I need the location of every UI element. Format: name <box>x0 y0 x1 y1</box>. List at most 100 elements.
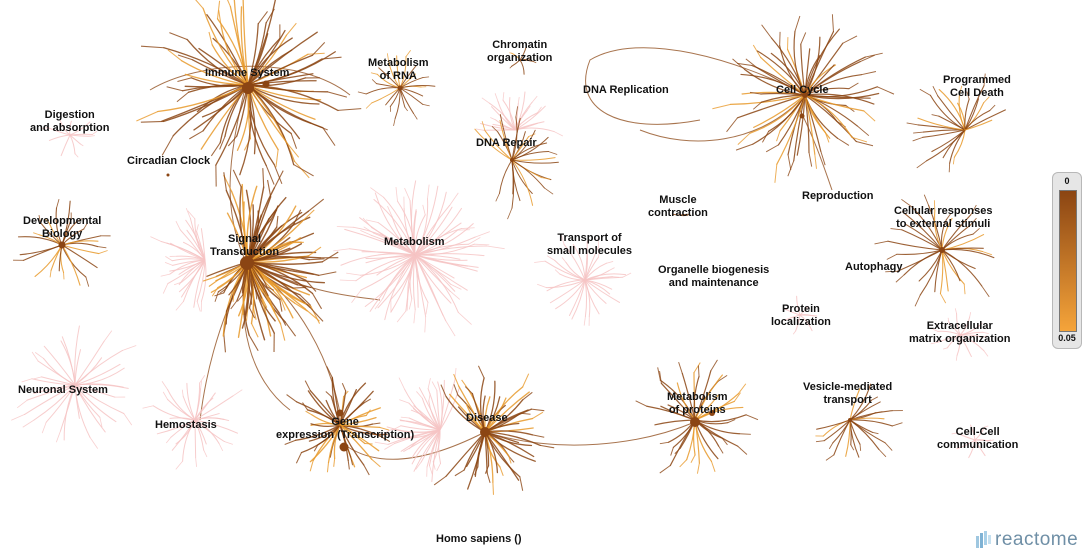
cell-comm-burst-faded-branch <box>968 439 976 459</box>
cell-cycle-link-b <box>639 94 806 142</box>
pathway-label-neuronal-system[interactable]: Neuronal System <box>18 384 108 396</box>
pathway-label-muscle-contraction[interactable]: Muscle contraction <box>648 194 708 219</box>
pathway-label-hemostasis[interactable]: Hemostasis <box>155 419 217 431</box>
neuronal-burst-faded-branch <box>59 384 76 432</box>
vesicle-burst-branch <box>816 419 851 430</box>
signal-burst-twig <box>307 198 325 212</box>
metabolism-proteins-burst-twig <box>717 374 728 382</box>
programmed-death-burst-twig <box>983 96 990 103</box>
developmental-burst-twig <box>83 222 88 230</box>
immune-burst-twig <box>293 164 314 177</box>
transport-burst-faded-branch <box>584 273 627 281</box>
cell-cycle-burst <box>712 14 895 183</box>
immune-burst-twig <box>177 54 193 61</box>
cell-cycle-burst-branch <box>736 94 806 119</box>
pathway-label-dna-replication[interactable]: DNA Replication <box>583 84 669 96</box>
protein-loc-burst-faded-branch <box>784 308 801 316</box>
metabolism-burst-faded-branch <box>414 254 419 308</box>
chromatin-burst-branch <box>519 58 530 61</box>
pathway-label-developmental-biology[interactable]: Developmental Biology <box>23 215 102 240</box>
gene-expression-burst-twig <box>365 409 371 416</box>
metabolism-burst-faded-twig <box>339 279 356 282</box>
pathway-label-organelle-biogenesis[interactable]: Organelle biogenesis and maintenance <box>658 264 770 289</box>
circadian-hub-node <box>166 173 170 177</box>
metabolism-proteins-burst-twig <box>679 459 688 468</box>
pathway-label-protein-localization[interactable]: Protein localization <box>771 303 831 328</box>
cell-cycle-burst-twig <box>848 82 859 90</box>
vesicle-burst-branch <box>823 419 851 442</box>
hemostasis-burst-faded-branch <box>194 417 225 421</box>
pathway-label-metabolism[interactable]: Metabolism <box>384 236 445 248</box>
immune-burst-branch <box>247 84 320 105</box>
hemostasis-burst-faded-branch <box>152 405 196 421</box>
cell-cycle-burst-branch <box>804 28 840 96</box>
cellular-responses-burst-twig <box>963 283 966 295</box>
cell-cycle-burst-branch <box>804 94 816 155</box>
metabolism-burst-faded-branch <box>371 227 416 256</box>
neuronal-burst-faded-branch <box>74 384 116 398</box>
pathway-label-vesicle-mediated-transport[interactable]: Vesicle-mediated transport <box>803 381 893 406</box>
pathway-label-circadian-clock[interactable]: Circadian Clock <box>127 155 211 167</box>
muscle-burst-twig <box>671 213 674 215</box>
signal-burst-twig <box>273 170 284 189</box>
metabolism-proteins-burst-twig <box>737 445 748 455</box>
hemostasis-burst-faded-branch <box>171 419 196 451</box>
cellular-hub-node <box>939 247 945 253</box>
pathway-label-immune-system[interactable]: Immune System <box>205 67 290 79</box>
pathway-label-cell-cell-communication[interactable]: Cell-Cell communication <box>937 426 1019 451</box>
disease-burst-twig <box>440 384 447 397</box>
transport-burst-faded-branch <box>584 279 611 295</box>
immune-burst-twig <box>161 135 174 156</box>
neuronal-burst-faded-branch <box>31 378 76 386</box>
ecm-burst-faded-branch <box>959 334 983 338</box>
signal-burst-faded-twig <box>187 210 196 220</box>
cell-cycle-hub-node <box>802 92 808 98</box>
pathway-label-dna-repair[interactable]: DNA Repair <box>476 137 537 149</box>
pathway-label-metabolism-of-rna[interactable]: Metabolism of RNA <box>368 57 429 82</box>
reactome-logo[interactable]: reactome <box>974 528 1078 552</box>
ecm-burst-faded-branch <box>936 334 961 343</box>
cellular-responses-burst-twig <box>890 228 902 231</box>
dna-repair-burst-faded-branch <box>494 119 516 131</box>
metabolism-burst-faded-branch <box>391 215 416 256</box>
pathway-label-signal-transduction[interactable]: Signal Transduction <box>210 233 280 258</box>
dna-repair-burst-branch <box>499 114 513 161</box>
metabolism-proteins-burst-twig <box>745 414 759 421</box>
pathway-label-autophagy[interactable]: Autophagy <box>845 261 903 273</box>
pathway-label-digestion-and-absorption[interactable]: Digestion and absorption <box>30 109 110 134</box>
metabolism-proteins-burst-twig <box>659 465 671 474</box>
pathway-label-cellular-responses[interactable]: Cellular responses to external stimuli <box>894 205 993 230</box>
signal-burst-twig <box>279 299 283 312</box>
immune-burst-twig <box>312 42 326 56</box>
pathway-label-disease[interactable]: Disease <box>466 412 508 424</box>
disease-burst-twig <box>540 444 555 449</box>
signal-burst-lower-twig <box>214 291 219 302</box>
cell-cycle-burst-twig <box>761 130 770 143</box>
pathway-label-reproduction[interactable]: Reproduction <box>802 190 874 202</box>
pathway-label-cell-cycle[interactable]: Cell Cycle <box>776 84 829 96</box>
hemostasis-burst-faded-branch <box>194 419 205 451</box>
protein-loc-burst-faded-branch <box>799 306 809 316</box>
programmed-death-burst-branch <box>929 94 966 131</box>
hemostasis-burst-faded-twig <box>161 381 169 390</box>
signal-burst-faded-twig <box>162 283 169 294</box>
metabolism-burst-faded-branch <box>414 243 470 256</box>
hemostasis-burst-faded-branch <box>167 389 196 421</box>
pathway-label-programmed-cell-death[interactable]: Programmed Cell Death <box>943 74 1011 99</box>
disease-burst-twig <box>492 482 495 495</box>
signal-burst-faded-branch <box>170 242 206 261</box>
hemostasis-burst-faded-branch <box>194 419 220 444</box>
dna-repair-burst-faded-branch <box>514 101 533 131</box>
pathway-label-chromatin-organization[interactable]: Chromatin organization <box>487 39 553 64</box>
cellular-responses-burst-branch <box>933 209 943 251</box>
metabolism-burst-faded-twig <box>474 231 490 238</box>
pathway-label-gene-expression[interactable]: Gene expression (Transcription) <box>276 416 415 441</box>
pathway-label-extracellular-matrix[interactable]: Extracellular matrix organization <box>909 320 1011 345</box>
metabolism-burst-faded-branch <box>365 254 416 259</box>
developmental-burst-twig <box>98 250 108 254</box>
cell-comm-burst-faded-branch <box>956 439 976 450</box>
protein-loc-burst-faded-twig <box>792 330 796 335</box>
pathway-label-metabolism-of-proteins[interactable]: Metabolism of proteins <box>667 391 728 416</box>
pathway-label-transport-of-small-molecules[interactable]: Transport of small molecules <box>547 232 632 257</box>
